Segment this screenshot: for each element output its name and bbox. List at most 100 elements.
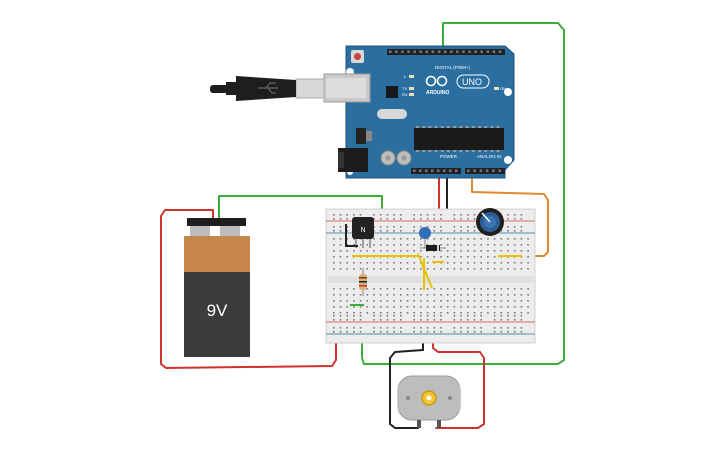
- hole: [440, 244, 442, 246]
- hole: [460, 238, 462, 240]
- hole: [353, 250, 355, 252]
- hole: [386, 288, 389, 290]
- usb-chip: [386, 86, 398, 98]
- orange-wire-analog[interactable]: [471, 171, 549, 257]
- motor-terminal: [437, 420, 441, 428]
- black-wire-transistor[interactable]: [345, 224, 358, 247]
- breadboard-holes: [333, 214, 529, 333]
- hole: [453, 306, 456, 308]
- battery-terminal-positive[interactable]: [190, 226, 210, 236]
- diode[interactable]: [420, 245, 446, 251]
- red-wire-motor[interactable]: [432, 315, 485, 429]
- hole: [373, 319, 375, 321]
- hole: [453, 218, 456, 220]
- potentiometer[interactable]: [476, 208, 504, 236]
- hole: [493, 244, 496, 246]
- hole: [366, 294, 369, 296]
- hole: [480, 294, 482, 296]
- hole: [413, 294, 415, 296]
- arduino-uno-board[interactable]: DIGITAL (PWM~) ARDUINO UNO L TX RX ON: [323, 45, 515, 179]
- hole: [400, 319, 402, 321]
- hole: [500, 268, 503, 270]
- power-header[interactable]: [411, 168, 461, 174]
- hole: [393, 230, 395, 232]
- hole: [473, 256, 476, 258]
- black-wire-motor[interactable]: [389, 315, 424, 429]
- hole: [359, 327, 362, 329]
- hole: [467, 256, 469, 258]
- yellow-jumpers[interactable]: [352, 253, 522, 290]
- hole: [513, 262, 516, 264]
- hole: [426, 262, 429, 264]
- hole: [366, 306, 369, 308]
- hole: [413, 218, 415, 220]
- chip-pin: [453, 150, 457, 152]
- hole: [520, 306, 523, 308]
- hole: [400, 238, 402, 240]
- hole: [493, 262, 496, 264]
- header-pin: [450, 50, 453, 53]
- hole: [420, 268, 422, 270]
- hole: [446, 238, 449, 240]
- hole: [433, 268, 436, 270]
- battery-9v[interactable]: 9V: [184, 218, 250, 357]
- usb-cable[interactable]: [210, 76, 325, 101]
- hole: [500, 312, 503, 314]
- header-pin: [401, 50, 404, 53]
- hole: [487, 268, 489, 270]
- hole: [379, 230, 382, 232]
- hole: [333, 250, 335, 252]
- green-wire-battery[interactable]: [218, 195, 383, 219]
- header-pin: [407, 50, 410, 53]
- hole: [426, 319, 429, 321]
- power-label: POWER: [440, 154, 458, 159]
- hole: [339, 214, 342, 216]
- hole: [480, 262, 482, 264]
- hole: [339, 262, 342, 264]
- hole: [460, 268, 462, 270]
- analog-header[interactable]: [465, 168, 505, 174]
- hole: [400, 331, 402, 333]
- bottom-header-pins: [413, 169, 501, 172]
- capacitor-ceramic[interactable]: [419, 227, 431, 248]
- hole: [339, 226, 342, 228]
- hole: [440, 306, 442, 308]
- chip-pin: [471, 126, 475, 128]
- hole: [527, 268, 529, 270]
- header-pin: [492, 50, 496, 53]
- hole: [467, 218, 469, 220]
- hole: [346, 262, 348, 264]
- hole: [453, 256, 456, 258]
- hole: [333, 262, 335, 264]
- battery-terminal-negative[interactable]: [220, 226, 240, 236]
- hole: [339, 331, 342, 333]
- hole: [393, 331, 395, 333]
- hole: [507, 327, 509, 329]
- hole: [440, 214, 442, 216]
- hole: [487, 294, 489, 296]
- hole: [493, 288, 496, 290]
- hole: [386, 226, 389, 228]
- hole: [507, 226, 509, 228]
- hole: [493, 306, 496, 308]
- green-wire-signal[interactable]: [361, 22, 565, 365]
- hole: [433, 300, 436, 302]
- hole: [346, 218, 348, 220]
- dc-motor[interactable]: [397, 375, 461, 428]
- hole: [426, 218, 429, 220]
- hole: [446, 306, 449, 308]
- resistor[interactable]: [359, 268, 367, 296]
- hole: [467, 312, 469, 314]
- hole: [393, 327, 395, 329]
- hole: [507, 230, 509, 232]
- hole: [527, 300, 529, 302]
- hole: [467, 319, 469, 321]
- hole: [359, 331, 362, 333]
- hole: [339, 230, 342, 232]
- hole: [353, 262, 355, 264]
- hole: [333, 230, 335, 232]
- hole: [473, 262, 476, 264]
- transistor-npn[interactable]: N: [352, 217, 374, 248]
- hole: [386, 300, 389, 302]
- hole: [333, 214, 335, 216]
